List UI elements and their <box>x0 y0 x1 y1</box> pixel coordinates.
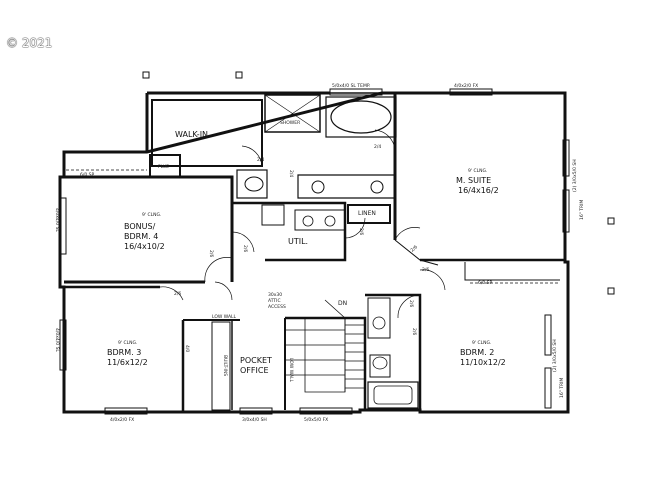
window-bdrm3-left-label: 4/0x4/0 SL <box>54 328 60 352</box>
door-bdrm2-side-label: 2/6 <box>411 328 417 335</box>
bdrm3-ceiling: 9' CLNG. <box>118 340 137 346</box>
floor-plan-walls <box>58 71 615 415</box>
door-bdrm2-label: 2/6 <box>422 267 429 273</box>
bdrm2-label: BDRM. 2 <box>460 348 494 357</box>
door-hall-bath-label: 2/6 <box>408 300 414 307</box>
window-top-right-label: 4/0x2/0 FX <box>454 83 478 89</box>
attic-line1: 30x30 <box>268 292 282 298</box>
window-bottom-2-label: 3/0x4/0 SH <box>242 417 267 423</box>
lowwall-side-label: LOW WALL <box>288 358 294 383</box>
door-msuite-entry-label: 2/6 <box>409 244 419 253</box>
bonus-label-1: BONUS/ <box>124 222 156 231</box>
window-right-bdrm2-label-2: 16" TRIM <box>559 378 565 398</box>
msuite-ceiling: 9' CLNG. <box>468 168 487 174</box>
window-right-msuite-label-1: (2) 3/0x5/0 SH <box>572 159 578 192</box>
shelf-bonus-label: 6/0 SP <box>80 172 95 178</box>
bonus-label-2: BDRM. 4 <box>124 232 158 241</box>
door-bdrm3-label: 2/6 <box>174 291 181 297</box>
bdrm2-ceiling: 9' CLNG. <box>472 340 491 346</box>
stairs-label: DN <box>338 300 347 307</box>
flue-label: FLUE <box>158 164 169 170</box>
shower-label: SHOWER <box>280 120 300 126</box>
shelf-bdrm2-label: 6/0 SP <box>478 280 493 286</box>
bdrm3-label: BDRM. 3 <box>107 348 141 357</box>
office-label-2: OFFICE <box>240 366 269 375</box>
door-util-label: 2/6 <box>242 245 248 252</box>
attic-line3: ACCESS <box>268 304 286 310</box>
msuite-label: M. SUITE <box>456 176 491 185</box>
office-label-1: POCKET <box>240 356 272 365</box>
window-bottom-3-label: 5/0x5/0 FX <box>304 417 328 423</box>
linen-label: LINEN <box>358 210 376 217</box>
door-walkin-label: 2/4 <box>257 157 264 163</box>
bonus-ceiling: 9' CLNG. <box>142 212 161 218</box>
builtins-label: BUILT-INS <box>222 355 228 376</box>
bdrm2-dims: 11/10x12/2 <box>460 358 506 367</box>
window-right-bdrm2-label-1: (2) 3/0x5/0 SH <box>552 339 558 372</box>
door-linen-label: 2/6 <box>358 228 364 235</box>
bdrm3-dims: 11/6x12/2 <box>107 358 148 367</box>
window-top-left-label: 5/0x4/0 SL TEMP. <box>332 83 370 89</box>
bonus-dims: 16/4x10/2 <box>124 242 165 251</box>
window-bottom-1-label: 4/0x2/0 FX <box>110 417 134 423</box>
door-office-label: 4/0 <box>184 345 190 352</box>
door-bonus-label: 2/6 <box>208 250 214 257</box>
window-bonus-left-label: 4/0x4/0 SL <box>54 208 60 232</box>
window-right-msuite-label-2: 16" TRIM <box>579 200 585 220</box>
attic-line2: ATTIC <box>268 298 281 304</box>
door-msuite-label: 2/4 <box>374 144 381 150</box>
door-bath-label: 2/4 <box>288 170 294 177</box>
copyright-watermark: © 2021 <box>6 36 53 50</box>
util-label: UTIL. <box>288 237 308 246</box>
walkin-label: WALK-IN <box>175 130 208 139</box>
msuite-dims: 16/4x16/2 <box>458 186 499 195</box>
lowwall-top-label: LOW WALL <box>212 314 237 320</box>
